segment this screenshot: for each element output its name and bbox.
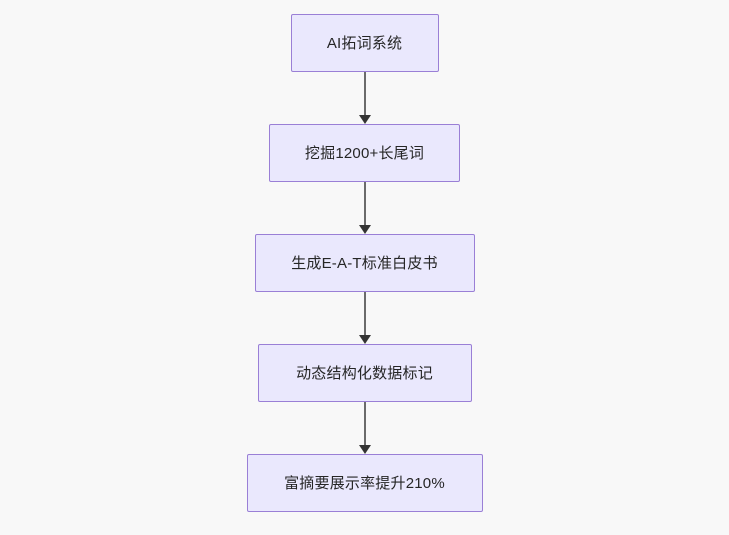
down-arrow-icon — [358, 225, 371, 234]
flow-edge-n1-n2 — [0, 182, 729, 234]
flowchart-node-column: AI拓词系统 挖掘1200+长尾词 生成E-A-T标准白皮书 动态结构化数据标记 — [0, 14, 729, 512]
flow-node-label: 挖掘1200+长尾词 — [304, 144, 425, 162]
flow-node-label: 动态结构化数据标记 — [296, 364, 433, 382]
flow-node-rich-snippet-impression-lift[interactable]: 富摘要展示率提升210% — [246, 454, 483, 512]
flow-node-generate-eat-whitepaper[interactable]: 生成E-A-T标准白皮书 — [254, 234, 475, 292]
flow-node-label: AI拓词系统 — [326, 34, 403, 52]
down-arrow-icon — [358, 445, 371, 454]
flow-node-dynamic-structured-data-markup[interactable]: 动态结构化数据标记 — [257, 344, 472, 402]
flow-node-label: 生成E-A-T标准白皮书 — [291, 254, 438, 272]
flow-node-mine-longtail-keywords[interactable]: 挖掘1200+长尾词 — [269, 124, 460, 182]
flow-node-ai-keyword-system[interactable]: AI拓词系统 — [290, 14, 439, 72]
edge-line — [363, 72, 366, 116]
flow-node-label: 富摘要展示率提升210% — [284, 474, 445, 492]
flow-edge-n3-n4 — [0, 402, 729, 454]
edge-line — [363, 292, 366, 336]
edge-line — [363, 402, 366, 446]
flow-edge-n2-n3 — [0, 292, 729, 344]
down-arrow-icon — [358, 335, 371, 344]
flow-edge-n0-n1 — [0, 72, 729, 124]
down-arrow-icon — [358, 115, 371, 124]
edge-line — [363, 182, 366, 226]
